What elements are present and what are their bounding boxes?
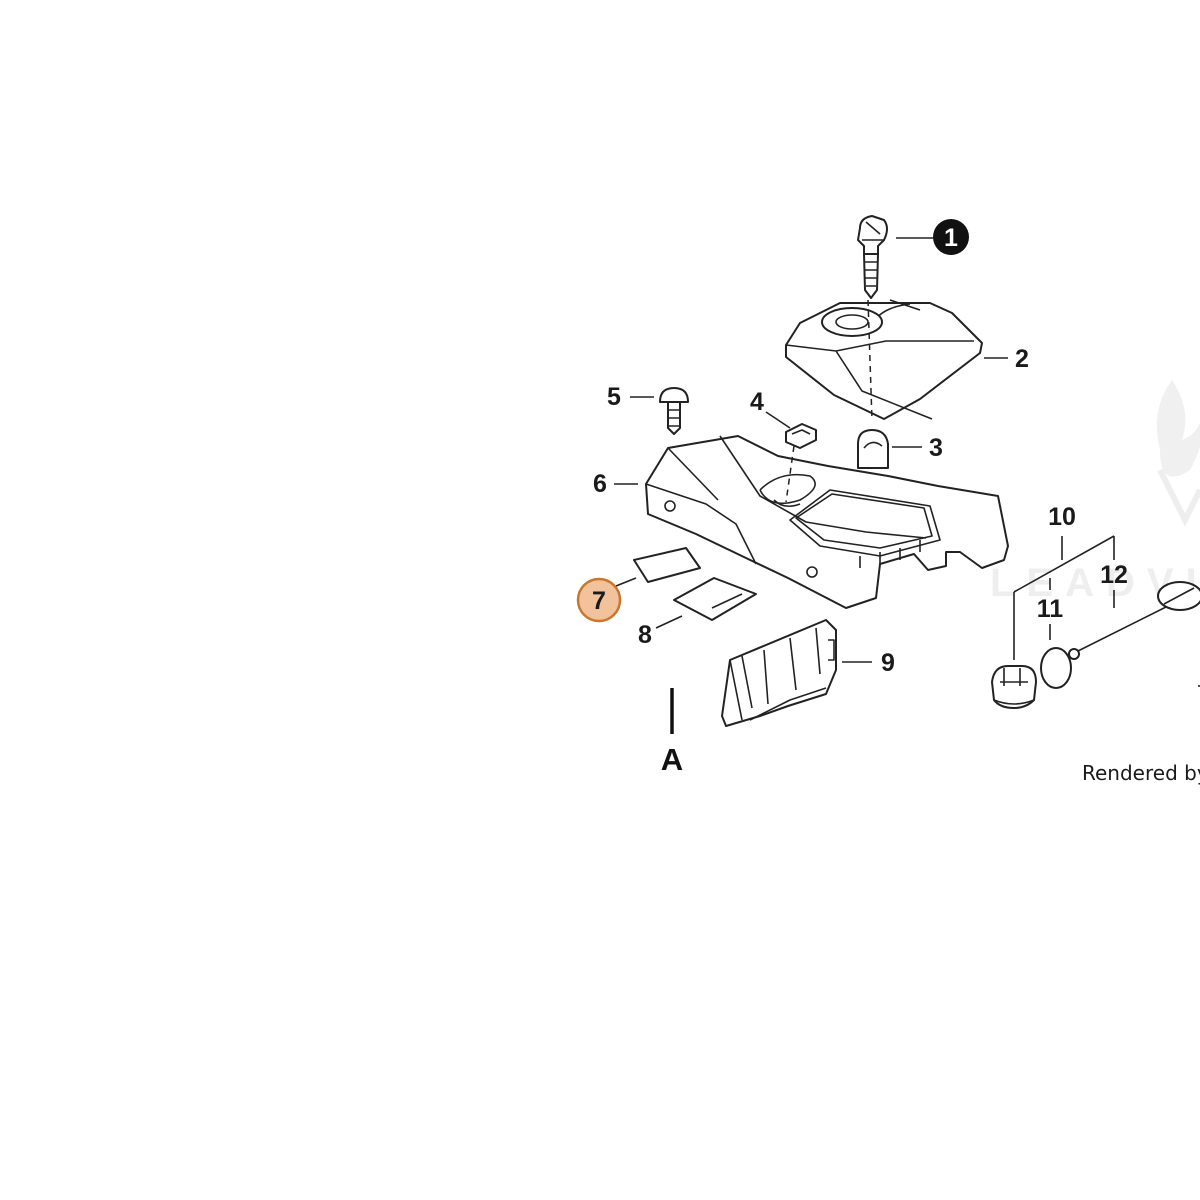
callout-5[interactable]: 5: [607, 383, 621, 411]
callout-11[interactable]: 11: [1037, 595, 1064, 623]
part-4-grommet[interactable]: [785, 423, 817, 449]
callout-7-label: 7: [592, 587, 606, 615]
callout-7-highlight-ring: [576, 577, 622, 623]
part-8-filter-sheet[interactable]: [673, 577, 757, 621]
part-10-cap[interactable]: [991, 665, 1037, 709]
callout-12[interactable]: 12: [1100, 561, 1128, 589]
assembly-line-1-2: [867, 299, 873, 421]
part-2-top-cover[interactable]: [785, 299, 983, 420]
callout-4[interactable]: 4: [750, 388, 764, 416]
watermark: LEADVI: [990, 380, 1200, 605]
callout-1[interactable]: 1: [933, 219, 969, 255]
callout-bracket-10-12: [1013, 535, 1115, 660]
callout-7-highlight-badge: [578, 579, 620, 621]
part-1-fastener[interactable]: [857, 215, 888, 299]
section-marker-a: A: [661, 688, 683, 777]
leader-8: [655, 615, 683, 629]
part-11-seal-ring[interactable]: [1040, 647, 1072, 689]
callout-6[interactable]: 6: [593, 470, 607, 498]
part-9-filter-frame[interactable]: [721, 619, 837, 727]
callout-3[interactable]: 3: [929, 434, 943, 462]
callout-7[interactable]: 7: [576, 577, 622, 623]
callout-9[interactable]: 9: [881, 649, 895, 677]
part-6-housing[interactable]: [645, 435, 1009, 609]
assembly-line-4-6: [785, 445, 795, 503]
part-7-gasket[interactable]: [633, 547, 701, 583]
part-12-strap[interactable]: [1068, 581, 1200, 687]
leader-4: [765, 411, 791, 429]
callout-1-badge: [933, 219, 969, 255]
callout-1-label: 1: [944, 224, 958, 252]
section-label: A: [661, 742, 683, 777]
part-5-screw[interactable]: [659, 387, 689, 435]
part-3-plug[interactable]: [857, 429, 889, 469]
watermark-flame-icon: [1156, 380, 1200, 477]
leader-7: [615, 577, 637, 587]
watermark-v-icon: [1157, 468, 1200, 527]
callout-2[interactable]: 2: [1015, 345, 1029, 373]
callout-10[interactable]: 10: [1048, 503, 1076, 531]
credit-text: Rendered by Le: [1082, 761, 1200, 785]
callout-8[interactable]: 8: [638, 621, 652, 649]
